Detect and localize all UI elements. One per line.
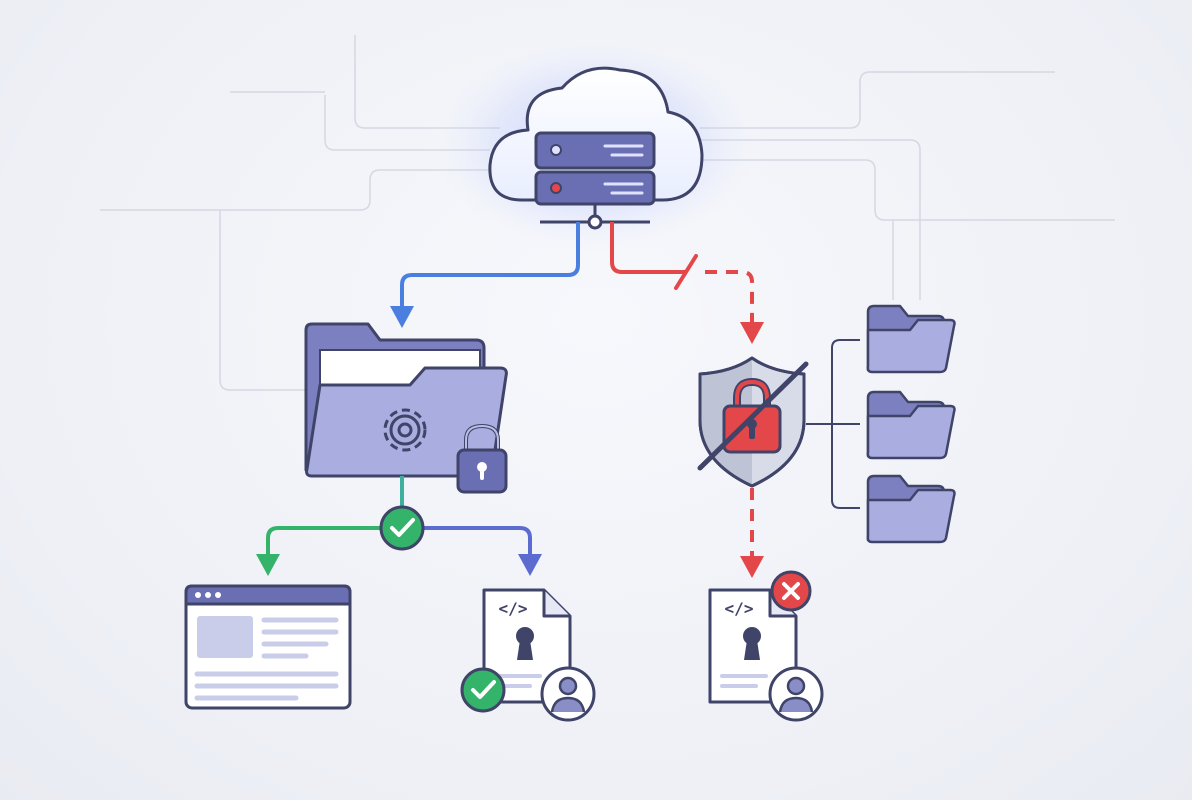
server-status-light-normal	[550, 144, 562, 156]
connector-folder-branches	[256, 476, 542, 576]
file-code-tag: </>	[725, 599, 754, 618]
shield-lock-strikethrough-icon	[697, 356, 809, 488]
server-status-light-error	[550, 182, 562, 194]
gear-icon	[383, 408, 427, 452]
folder-gear-lock-icon	[304, 322, 508, 494]
circuit-lines	[100, 35, 1115, 391]
folder-icon	[866, 390, 956, 460]
padlock-icon	[722, 377, 782, 454]
file-code-tag: </>	[499, 599, 528, 618]
code-file-keyhole-icon: </>	[482, 588, 572, 704]
connector-denied-file	[740, 488, 764, 578]
folder-icon	[866, 304, 956, 374]
stored-folders	[866, 304, 956, 544]
connector-allowed	[390, 222, 580, 328]
check-badge-icon	[379, 505, 425, 551]
denied-file-node: </>	[708, 570, 824, 722]
error-x-badge-icon	[770, 570, 812, 612]
user-avatar-icon	[768, 666, 824, 722]
padlock-icon	[456, 423, 508, 494]
strikethrough-line	[697, 361, 809, 471]
browser-window-icon	[184, 584, 352, 710]
connector-denied	[610, 222, 764, 344]
cloud-server-node	[420, 30, 770, 260]
granted-file-node: </>	[460, 588, 596, 722]
connector-folder-bracket	[806, 339, 860, 509]
user-avatar-icon	[540, 666, 596, 722]
server-icon	[534, 131, 656, 230]
check-badge-icon	[460, 667, 506, 713]
folder-icon	[866, 474, 956, 544]
